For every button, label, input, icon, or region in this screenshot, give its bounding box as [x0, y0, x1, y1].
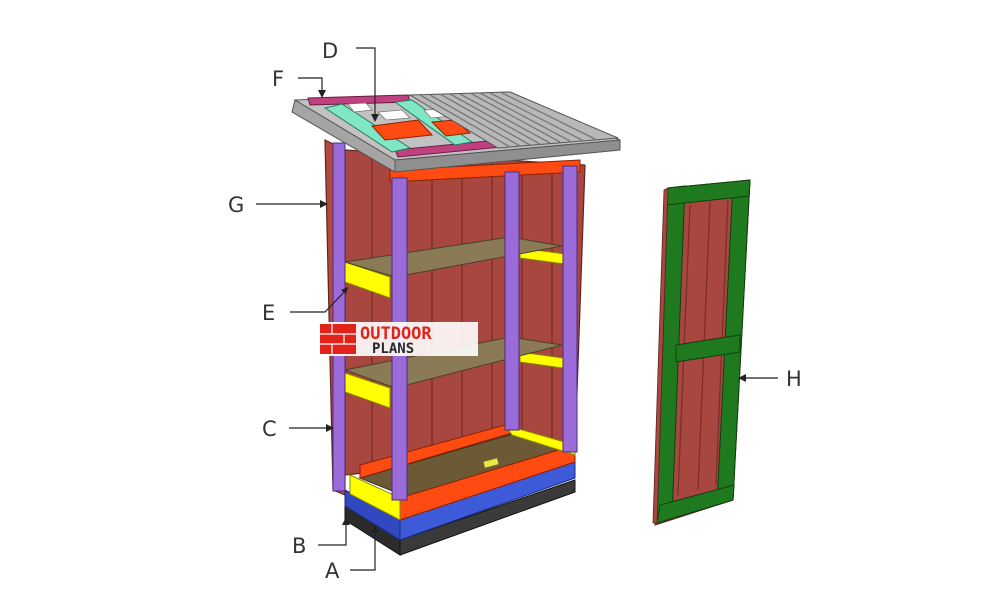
roof-gap-3 — [347, 102, 373, 113]
label-b: B — [292, 534, 306, 558]
watermark-brick-icon — [320, 324, 356, 354]
leader-e — [290, 289, 347, 313]
label-f: F — [272, 67, 284, 91]
arrow-b — [342, 517, 350, 525]
watermark-line2: PLANS — [372, 341, 414, 357]
leader-d — [356, 47, 376, 120]
arrow-c — [326, 424, 334, 432]
roof-gap-1 — [377, 109, 411, 121]
label-g: G — [228, 193, 244, 217]
arrow-f — [318, 90, 326, 98]
door-rail-bottom — [656, 484, 735, 524]
door-rail-middle — [675, 334, 741, 363]
watermark-logo: OUTDOOR PLANS — [318, 322, 478, 357]
roof-blocking-red — [370, 119, 434, 141]
floor-frame-right-yellow — [503, 424, 576, 456]
leader-lines — [256, 47, 778, 571]
label-d: D — [322, 39, 338, 63]
label-a: A — [325, 559, 340, 583]
watermark-brick-lines — [320, 324, 356, 354]
arrow-h — [738, 374, 746, 382]
top-plate — [389, 159, 581, 183]
leader-f — [298, 77, 323, 96]
door-edge — [652, 187, 669, 524]
leader-b — [318, 520, 347, 546]
roof-blocking-red-2 — [430, 119, 472, 137]
label-c: C — [262, 417, 277, 441]
stud-front-right — [562, 165, 578, 453]
leader-a — [350, 528, 376, 571]
door — [652, 179, 751, 526]
floor-tag — [483, 458, 499, 468]
shed-body — [324, 139, 586, 556]
arrow-a — [371, 525, 379, 533]
watermark-line1: OUTDOOR — [360, 324, 432, 344]
arrow-e — [341, 287, 348, 294]
back-panel — [344, 149, 586, 476]
stud-back-mid — [504, 171, 520, 431]
part-labels: D F G E C B A H — [228, 39, 802, 583]
label-e: E — [262, 301, 275, 325]
floor-frame-left — [349, 474, 401, 521]
roof-metal-corrugations — [419, 91, 596, 148]
stud-back-left — [332, 142, 346, 492]
roof-left-edge — [291, 99, 396, 173]
roof — [291, 91, 621, 173]
arrow-d — [371, 114, 379, 122]
label-h: H — [786, 367, 802, 391]
arrow-g — [320, 200, 328, 208]
